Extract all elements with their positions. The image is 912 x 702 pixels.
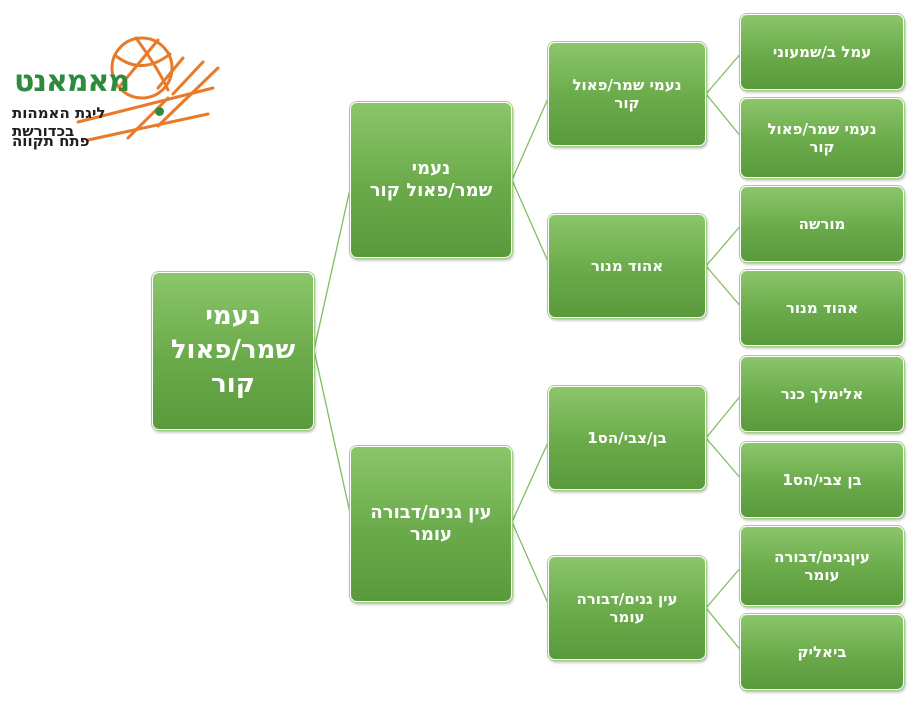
tree-node-label: עיןגנים/דבורה עומר	[774, 548, 870, 584]
connector-l2b-l3c	[705, 223, 743, 267]
logo-subtitle: ליגת האמהות בכדורשת	[12, 104, 106, 140]
tree-node-label: בן צבי/הס1	[782, 471, 862, 489]
tree-node-l2-c[interactable]: בן/צבי/הס1	[548, 386, 706, 490]
tree-node-label: עמל ב/שמעוני	[772, 43, 872, 61]
connector-l1a-l2b	[511, 179, 551, 267]
connector-l2c-l3e	[705, 393, 743, 439]
connector-root-l1a	[313, 179, 353, 351]
connector-l2c-l3f	[705, 437, 743, 481]
volleyball-net-icon	[76, 36, 220, 142]
tree-node-l1-b[interactable]: עין גנים/דבורה עומר	[350, 446, 512, 602]
connector-l1b-l2d	[511, 521, 551, 609]
tree-node-l1-a[interactable]: נעמי שמר/פאול קור	[350, 102, 512, 258]
tree-node-l3-a[interactable]: עמל ב/שמעוני	[740, 14, 904, 90]
tree-node-l2-b[interactable]: אהוד מנור	[548, 214, 706, 318]
tree-node-label: בן/צבי/הס1	[587, 429, 667, 447]
logo-dot	[155, 107, 164, 116]
tree-node-l3-d[interactable]: אהוד מנור	[740, 270, 904, 346]
tree-node-l3-c[interactable]: מורשה	[740, 186, 904, 262]
connector-l1b-l2c	[511, 437, 551, 523]
tree-node-label: אהוד מנור	[785, 299, 859, 317]
tree-node-l2-a[interactable]: נעמי שמר/פאול קור	[548, 42, 706, 146]
connector-l2a-l3a	[705, 51, 743, 95]
tree-node-label: אלימלך כנר	[780, 385, 864, 403]
tree-node-l2-d[interactable]: עין גנים/דבורה עומר	[548, 556, 706, 660]
tree-node-label: מורשה	[798, 215, 846, 233]
logo-city: פתח תקווה	[12, 132, 90, 150]
tree-node-l3-e[interactable]: אלימלך כנר	[740, 356, 904, 432]
tree-node-l3-g[interactable]: עיןגנים/דבורה עומר	[740, 526, 904, 606]
tree-node-label: עין גנים/דבורה עומר	[576, 590, 678, 626]
tree-node-label: ביאליק	[797, 643, 847, 661]
league-logo: מאמאנט ליגת האמהות בכדורשת פתח תקווה	[8, 28, 228, 158]
tree-node-label: נעמי שמר/פאול קור	[369, 158, 493, 201]
connector-l2d-l3h	[705, 607, 743, 653]
tree-node-l3-h[interactable]: ביאליק	[740, 614, 904, 690]
connector-l2b-l3d	[705, 265, 743, 309]
connector-l2a-l3b	[705, 93, 743, 139]
tree-node-label: עין גנים/דבורה עומר	[370, 502, 492, 545]
tree-node-l3-f[interactable]: בן צבי/הס1	[740, 442, 904, 518]
connector-l2d-l3g	[705, 565, 743, 609]
connector-root-l1b	[313, 349, 353, 523]
logo-title: מאמאנט	[14, 64, 130, 99]
connector-l1a-l2a	[511, 93, 551, 181]
tree-node-l3-b[interactable]: נעמי שמר/פאול קור	[740, 98, 904, 178]
tree-node-label: נעמי שמר/פאול קור	[767, 120, 877, 156]
tree-root-node[interactable]: נעמי שמר/פאול קור	[152, 272, 314, 430]
tree-root-label: נעמי שמר/פאול קור	[170, 301, 296, 399]
tree-node-label: אהוד מנור	[590, 257, 664, 275]
tree-node-label: נעמי שמר/פאול קור	[572, 76, 682, 112]
